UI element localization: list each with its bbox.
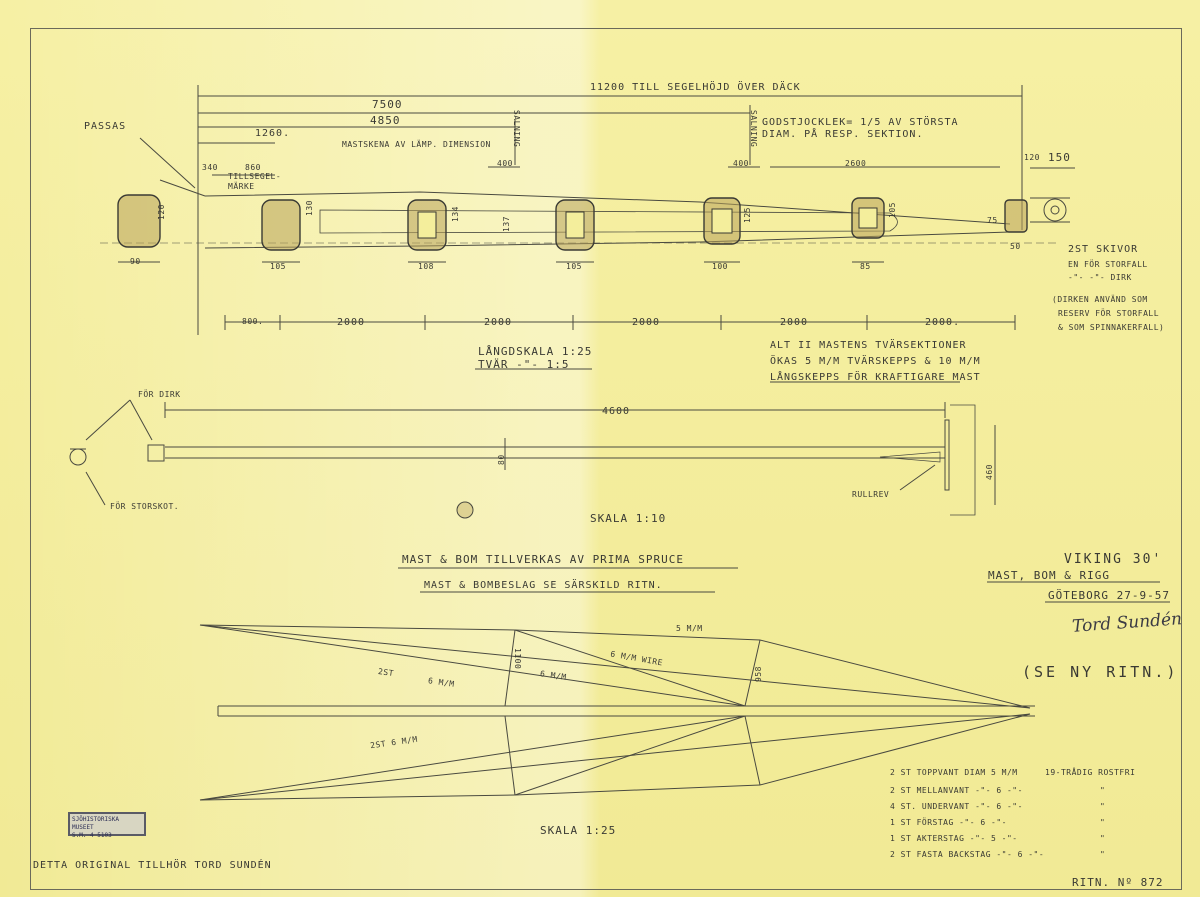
sec-108: 108 bbox=[418, 262, 434, 271]
dim-total: 11200 TILL SEGELHÖJD ÖVER DÄCK bbox=[590, 82, 801, 93]
viking-title: VIKING 30' bbox=[1064, 552, 1163, 567]
skala-110: SKALA 1:10 bbox=[590, 512, 667, 525]
tillsegel-label: TILLSEGEL- MÄRKE bbox=[228, 172, 282, 191]
section-1 bbox=[117, 194, 161, 248]
mast-outline-bottom bbox=[204, 231, 1011, 249]
passas-label: PASSAS bbox=[84, 121, 127, 132]
langdskala-label: LÅNGDSKALA 1:25 bbox=[478, 345, 593, 358]
skivor-line2: EN FÖR STORFALL bbox=[1068, 260, 1148, 269]
dim-2600: 2600 bbox=[845, 159, 867, 168]
mastskena-label: MASTSKENA AV LÄMP. DIMENSION bbox=[342, 140, 491, 149]
sec-137: 137 bbox=[502, 216, 511, 232]
table-row-3-mat: " bbox=[1100, 802, 1106, 811]
museum-stamp: SJÖHISTORISKA MUSEET S.M. 4 5103 bbox=[68, 812, 146, 839]
mast-bom-rigg: MAST, BOM & RIGG bbox=[988, 569, 1110, 582]
dirken-line3: & SOM SPINNAKERFALL) bbox=[1058, 323, 1165, 332]
se-ny-ritn: (SE NY RITN.) bbox=[1022, 663, 1179, 681]
dim-7500: 7500 bbox=[372, 98, 403, 111]
skala-125: SKALA 1:25 bbox=[540, 824, 617, 837]
table-row-6-mat: " bbox=[1100, 850, 1106, 859]
dim-400b: 400 bbox=[733, 159, 749, 168]
sec-105b: 105 bbox=[566, 262, 582, 271]
dim-120-top: 120 bbox=[1024, 153, 1040, 162]
for-dirk-label: FÖR DIRK bbox=[138, 390, 181, 399]
section-2 bbox=[261, 199, 301, 251]
table-row-6-item: 2 ST FASTA BACKSTAG -"- 6 -"- bbox=[890, 850, 1045, 859]
seg-2000e: 2000. bbox=[925, 317, 961, 328]
sec-75: 75 bbox=[987, 216, 998, 225]
table-row-5-item: 1 ST AKTERSTAG -"- 5 -"- bbox=[890, 834, 1018, 843]
table-row-4-mat: " bbox=[1100, 818, 1106, 827]
rullrev-label: RULLREV bbox=[852, 490, 890, 499]
rig-958: 958 bbox=[754, 666, 763, 682]
seg-2000c: 2000 bbox=[632, 317, 661, 328]
alt2-line3: LÅNGSKEPPS FÖR KRAFTIGARE MAST bbox=[770, 372, 981, 383]
rig-5mm: 5 M/M bbox=[676, 624, 703, 633]
table-row-1-mat: 19-TRÅDIG ROSTFRI bbox=[1045, 768, 1136, 777]
dirken-line1: (DIRKEN ANVÄND SOM bbox=[1052, 295, 1148, 304]
ritn-number: RITN. Nº 872 bbox=[1072, 876, 1164, 889]
salning-b: SALNING bbox=[749, 110, 758, 148]
sec-120: 120 bbox=[157, 204, 166, 220]
dim-150: 150 bbox=[1048, 151, 1071, 164]
table-row-3-item: 4 ST. UNDERVANT -"- 6 -"- bbox=[890, 802, 1023, 811]
seg-2000a: 2000 bbox=[337, 317, 366, 328]
drawing-border bbox=[30, 28, 1182, 890]
dim-400a: 400 bbox=[497, 159, 513, 168]
sec-134: 134 bbox=[451, 206, 460, 222]
godstjocklek-line2: DIAM. PÅ RESP. SEKTION. bbox=[762, 129, 924, 140]
alt2-line1: ALT II MASTENS TVÄRSEKTIONER bbox=[770, 340, 967, 351]
tvar-label: TVÄR -"- 1:5 bbox=[478, 358, 570, 371]
dim-860: 860 bbox=[245, 163, 261, 172]
sec-125: 125 bbox=[743, 207, 752, 223]
forestay-upper bbox=[199, 624, 1031, 709]
seg-2000b: 2000 bbox=[484, 317, 513, 328]
table-row-2-mat: " bbox=[1100, 786, 1106, 795]
table-row-2-item: 2 ST MELLANVANT -"- 6 -"- bbox=[890, 786, 1023, 795]
dirken-line2: RESERV FÖR STORFALL bbox=[1058, 309, 1160, 318]
title-line1: MAST & BOM TILLVERKAS AV PRIMA SPRUCE bbox=[402, 553, 685, 566]
dim-80: 80 bbox=[497, 454, 506, 465]
stamp-line1: SJÖHISTORISKA MUSEET bbox=[72, 816, 119, 831]
dim-4850: 4850 bbox=[370, 114, 401, 127]
footer-left: DETTA ORIGINAL TILLHÖR TORD SUNDÉN bbox=[33, 860, 272, 871]
sec-85: 85 bbox=[860, 262, 871, 271]
alt2-line2: ÖKAS 5 M/M TVÄRSKEPPS & 10 M/M bbox=[770, 356, 981, 367]
table-row-4-item: 1 ST FÖRSTAG -"- 6 -"- bbox=[890, 818, 1007, 827]
seg-2000d: 2000 bbox=[780, 317, 809, 328]
sec-90: 90 bbox=[130, 257, 141, 266]
sec-105a: 105 bbox=[270, 262, 286, 271]
rig-1100: 1100 bbox=[513, 648, 522, 670]
godstjocklek-line1: GODSTJOCKLEK= 1/5 AV STÖRSTA bbox=[762, 117, 959, 128]
dim-340: 340 bbox=[202, 163, 218, 172]
table-row-1-item: 2 ST TOPPVANT DIAM 5 M/M bbox=[890, 768, 1018, 777]
table-row-5-mat: " bbox=[1100, 834, 1106, 843]
title-line2: MAST & BOMBESLAG SE SÄRSKILD RITN. bbox=[424, 580, 663, 591]
for-storskot-label: FÖR STORSKOT. bbox=[110, 502, 180, 511]
sec-50: 50 bbox=[1010, 242, 1021, 251]
section-7 bbox=[1004, 199, 1028, 233]
dim-460: 460 bbox=[985, 464, 994, 480]
skivor-line3: -"- -"- DIRK bbox=[1068, 273, 1132, 282]
dim-4600: 4600 bbox=[602, 406, 631, 417]
sec-100: 100 bbox=[712, 262, 728, 271]
sec-105c: 105 bbox=[888, 202, 897, 218]
seg-800: 800. bbox=[242, 317, 264, 326]
salning-a: SALNING bbox=[512, 110, 521, 148]
sec-130: 130 bbox=[305, 200, 314, 216]
backstay-lower bbox=[199, 713, 1031, 801]
skivor-line1: 2ST SKIVOR bbox=[1068, 244, 1139, 255]
dim-1260: 1260. bbox=[255, 128, 291, 139]
stamp-line2: S.M. 4 5103 bbox=[72, 832, 112, 839]
goteborg-date: GÖTEBORG 27-9-57 bbox=[1048, 589, 1170, 602]
